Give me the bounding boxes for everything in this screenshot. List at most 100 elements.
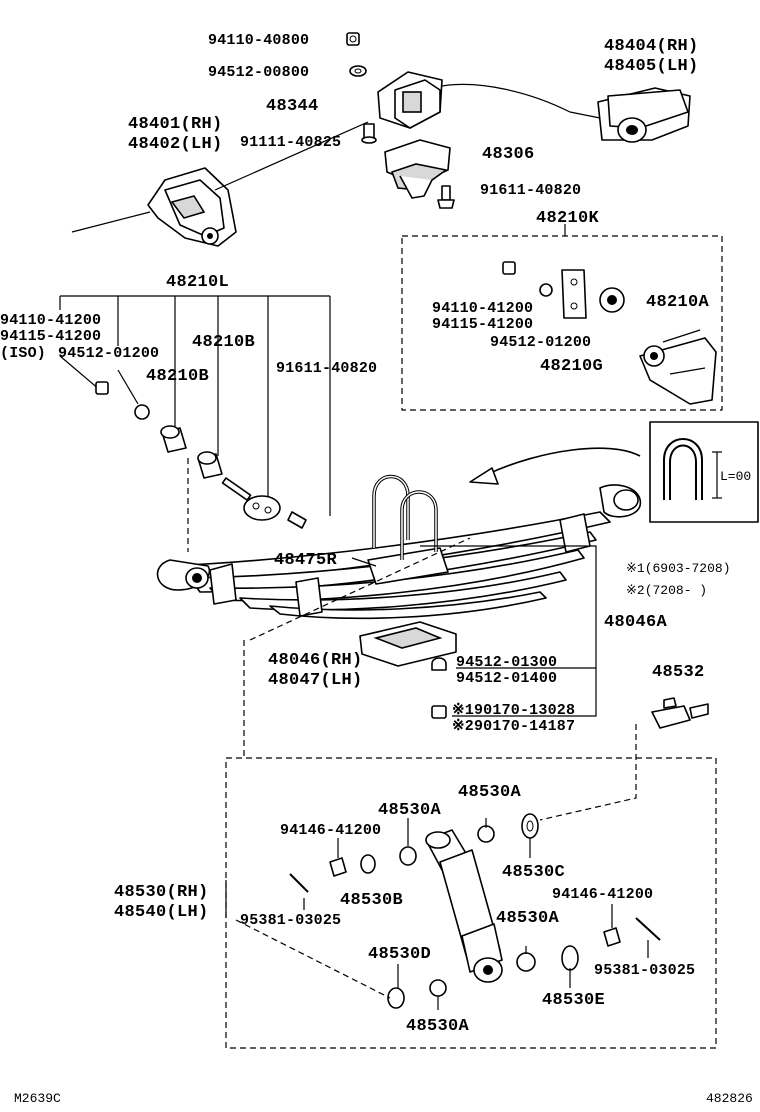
label-48530D: 48530D [368, 945, 431, 964]
part-number-labels: 94110-40800 94512-00800 48344 48401(RH) … [0, 32, 753, 1106]
label-48046: 48046(RH) [268, 651, 363, 670]
label-u-bolt-length: L=00 [720, 469, 751, 484]
bump-stopper-icon [384, 139, 451, 199]
shackle-plate-icon [377, 71, 443, 129]
nut-icon [431, 705, 447, 719]
label-48210G: 48210G [540, 357, 603, 376]
washer-icon [360, 854, 376, 874]
u-bolt-length-inset [649, 421, 759, 523]
washer-icon [561, 945, 579, 971]
label-k-94512-01200: 94512-01200 [490, 334, 591, 351]
u-bolt-seat-icon [359, 621, 457, 667]
washer-icon [539, 283, 553, 297]
label-48530C: 48530C [502, 863, 565, 882]
nut-icon [502, 261, 516, 275]
footer-right-code: 482826 [706, 1091, 753, 1106]
cotter-pin-icon [635, 917, 661, 941]
note-1: ※1(6903-7208) [626, 561, 731, 576]
footer-left-code: M2639C [14, 1091, 61, 1106]
label-94110-40800: 94110-40800 [208, 32, 309, 49]
rear-hanger-bracket-icon [597, 87, 691, 143]
label-l-94110-41200: 94110-41200 [0, 312, 101, 329]
washer-icon [521, 813, 539, 839]
label-94146-41200-left: 94146-41200 [280, 822, 381, 839]
label-l-iso: (ISO) [0, 345, 46, 362]
label-48530A-bottom: 48530A [406, 1017, 470, 1036]
direction-arrow-icon [469, 447, 641, 485]
front-hanger-bracket-icon [147, 167, 237, 247]
label-48210A: 48210A [646, 293, 710, 312]
bolt-icon [287, 511, 307, 529]
label-95381-03025-right: 95381-03025 [594, 962, 695, 979]
label-48532: 48532 [652, 663, 705, 682]
label-l-94512-01200: 94512-01200 [58, 345, 159, 362]
label-48210K: 48210K [536, 209, 600, 228]
label-48530E: 48530E [542, 991, 605, 1010]
label-48344: 48344 [266, 97, 319, 116]
label-48530B: 48530B [340, 891, 403, 910]
label-94512-01300: 94512-01300 [456, 654, 557, 671]
label-48475R: 48475R [274, 551, 338, 570]
nut-icon [329, 857, 347, 877]
label-90170-13028: ※190170-13028 [452, 702, 575, 719]
u-bolt-icon [372, 474, 410, 548]
bushing-icon [599, 287, 625, 313]
bushing-icon [160, 425, 187, 453]
top-hanger-group [71, 32, 691, 247]
label-48047: 48047(LH) [268, 671, 363, 690]
label-48530A-left: 48530A [378, 801, 442, 820]
label-94512-00800: 94512-00800 [208, 64, 309, 81]
label-48530-rh: 48530(RH) [114, 883, 209, 902]
label-48306: 48306 [482, 145, 535, 164]
label-48210L: 48210L [166, 273, 229, 292]
label-k-94115-41200: 94115-41200 [432, 316, 533, 333]
shock-absorber-section [225, 697, 717, 1049]
label-48046A: 48046A [604, 613, 668, 632]
leaf-spring-assembly-icon [156, 484, 642, 620]
kit-48210L-parts [95, 381, 307, 529]
note-2: ※2(7208- ) [626, 583, 707, 598]
label-94146-41200-right: 94146-41200 [552, 886, 653, 903]
label-91111-40825: 91111-40825 [240, 134, 341, 151]
nut-icon [95, 381, 109, 395]
plate-icon [561, 269, 587, 319]
label-48401: 48401(RH) [128, 115, 223, 134]
nut-icon [603, 927, 621, 947]
u-bolt-icon [400, 490, 438, 560]
shackle-pin-plate-icon [221, 477, 281, 521]
label-l-94115-41200: 94115-41200 [0, 328, 101, 345]
bushing-icon [197, 451, 223, 479]
label-48210B-lower: 48210B [146, 367, 209, 386]
bolt-icon [361, 123, 377, 144]
label-48530A-mid: 48530A [496, 909, 560, 928]
label-48210B-upper: 48210B [192, 333, 255, 352]
label-48404: 48404(RH) [604, 37, 699, 56]
label-48540-lh: 48540(LH) [114, 903, 209, 922]
kit-48210L-leaders [59, 295, 331, 516]
washer-icon [387, 987, 405, 1009]
cushion-icon [516, 952, 536, 972]
washer-icon [134, 404, 150, 420]
cushion-icon [399, 846, 417, 866]
bolt-icon [437, 185, 455, 209]
kit-48210K-group [401, 224, 723, 411]
label-94512-01400: 94512-01400 [456, 670, 557, 687]
label-91611-40820-top: 91611-40820 [480, 182, 581, 199]
cushion-icon [429, 979, 447, 997]
label-l-91611-40820: 91611-40820 [276, 360, 377, 377]
stud-bolt-icon [651, 697, 709, 729]
cotter-pin-icon [289, 873, 309, 893]
label-48402: 48402(LH) [128, 135, 223, 154]
washer-icon [431, 657, 447, 671]
shock-absorber-icon [425, 829, 503, 983]
label-90170-14187: ※290170-14187 [452, 718, 575, 735]
label-48530A-top: 48530A [458, 783, 522, 802]
label-48405: 48405(LH) [604, 57, 699, 76]
shackle-pin-icon [639, 329, 717, 405]
label-95381-03025-left: 95381-03025 [240, 912, 341, 929]
label-k-94110-41200: 94110-41200 [432, 300, 533, 317]
nut-icon [346, 32, 360, 46]
washer-icon [349, 65, 367, 77]
cushion-icon [477, 825, 495, 843]
